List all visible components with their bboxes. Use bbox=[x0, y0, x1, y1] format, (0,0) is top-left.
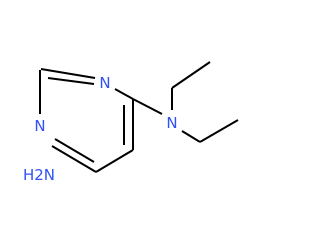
atom-labels: N N N H2N bbox=[23, 74, 178, 184]
molecule-structure: N N N H2N bbox=[22, 61, 239, 184]
atom-n-amine: N bbox=[166, 114, 177, 132]
bond-c2-n1-double bbox=[47, 77, 95, 85]
bond-n1-c6 bbox=[114, 88, 134, 100]
bond-c5-c4 bbox=[95, 149, 134, 173]
pyrimidine-ring bbox=[39, 68, 134, 173]
bond-c4-n3-double bbox=[54, 138, 95, 163]
atom-nh2: H2N bbox=[23, 166, 55, 184]
atom-n3: N bbox=[34, 117, 45, 135]
bond-c4-n3 bbox=[51, 145, 97, 173]
atom-n1: N bbox=[99, 74, 110, 92]
bond-ethyl2-ch3 bbox=[199, 119, 239, 143]
bond-c2-n1 bbox=[40, 68, 96, 79]
bond-c6-n-amine bbox=[132, 98, 163, 115]
bond-ethyl1-ch3 bbox=[171, 61, 211, 89]
bond-n-ethyl2 bbox=[181, 130, 201, 143]
substituents bbox=[132, 61, 239, 143]
